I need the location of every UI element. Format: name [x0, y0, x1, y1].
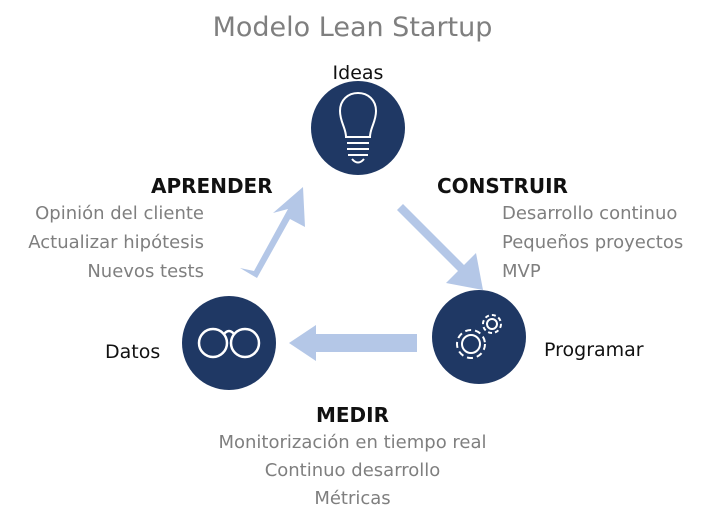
aprender-item-1: Opinión del cliente [35, 203, 204, 224]
medir-item-1: Monitorización en tiempo real [218, 432, 487, 453]
diagram-title: Modelo Lean Startup [212, 12, 493, 43]
arrow-construir [397, 196, 483, 290]
medir-item-3: Métricas [314, 488, 391, 509]
arrow-medir-shaft [316, 334, 417, 352]
gears-icon [456, 314, 502, 359]
construir-item-3: MVP [502, 261, 541, 282]
node-label-programar: Programar [544, 339, 644, 361]
node-datos-circle [182, 296, 276, 390]
phase-heading-construir: CONSTRUIR [437, 174, 568, 198]
phase-heading-medir: MEDIR [315, 403, 389, 427]
construir-item-2: Pequeños proyectos [502, 232, 684, 253]
node-label-datos: Datos [105, 341, 161, 363]
node-programar-circle [432, 290, 526, 384]
construir-item-1: Desarrollo continuo [502, 203, 678, 224]
aprender-item-2: Actualizar hipótesis [28, 232, 204, 253]
phase-heading-aprender: APRENDER [151, 174, 273, 198]
arrow-aprender [240, 187, 305, 278]
medir-item-2: Continuo desarrollo [264, 460, 441, 481]
glasses-icon [197, 327, 261, 359]
lightbulb-icon [338, 91, 378, 164]
node-label-ideas: Ideas [332, 62, 384, 84]
node-ideas-circle [311, 81, 405, 175]
arrow-medir-head [289, 325, 316, 361]
aprender-item-3: Nuevos tests [87, 261, 204, 282]
